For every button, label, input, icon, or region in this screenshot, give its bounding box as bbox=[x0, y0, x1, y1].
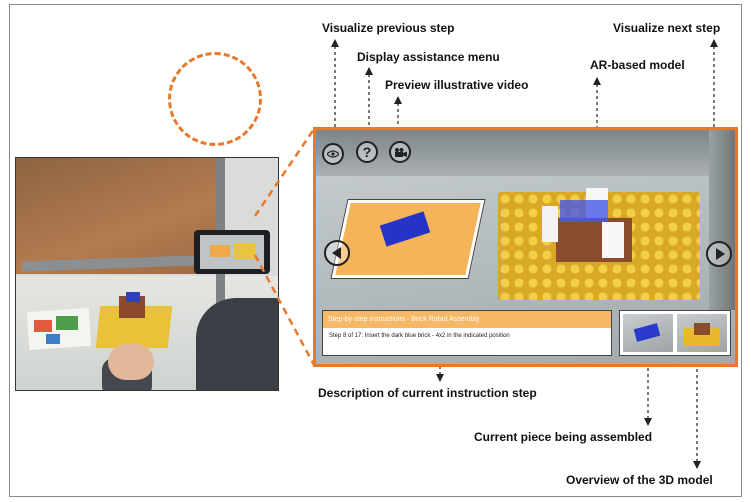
help-glyph: ? bbox=[362, 144, 372, 160]
thumbnail-panel bbox=[619, 310, 731, 356]
photo-person bbox=[196, 298, 278, 390]
eye-icon[interactable] bbox=[322, 143, 344, 165]
ar-virtual-blue-brick bbox=[560, 200, 608, 222]
photo-brick-green bbox=[56, 316, 78, 330]
photo-brick-blue bbox=[46, 334, 60, 344]
current-piece-thumbnail[interactable] bbox=[623, 314, 673, 352]
next-arrow-glyph bbox=[715, 248, 725, 260]
photo-brick-red bbox=[34, 320, 52, 332]
label-previous-step: Visualize previous step bbox=[322, 21, 455, 35]
video-camera-glyph bbox=[394, 147, 407, 157]
ar-background-post bbox=[709, 130, 735, 310]
instruction-panel: Step-by-step instructions - Brick Robot … bbox=[322, 310, 612, 356]
ar-app-screen: ? Step-by-step instructions - Brick Robo… bbox=[313, 127, 738, 367]
model-overview-thumbnail[interactable] bbox=[677, 314, 727, 352]
video-camera-icon[interactable] bbox=[389, 141, 411, 163]
ar-background-wall bbox=[316, 130, 735, 176]
user-photo bbox=[15, 157, 279, 391]
label-next-step: Visualize next step bbox=[613, 21, 721, 35]
photo-tablet-screen bbox=[200, 235, 264, 269]
eye-icon-glyph bbox=[327, 150, 339, 158]
label-ar-model: AR-based model bbox=[590, 58, 685, 72]
instruction-text: Step 8 of 17: Insert the dark blue brick… bbox=[329, 333, 510, 339]
instruction-title: Step-by-step instructions - Brick Robot … bbox=[323, 311, 611, 328]
previous-arrow-glyph bbox=[331, 247, 341, 259]
next-arrow-icon[interactable] bbox=[706, 241, 732, 267]
zoom-circle bbox=[168, 52, 262, 146]
photo-wood-panel bbox=[16, 158, 222, 274]
ar-model-white-block-1 bbox=[542, 206, 558, 242]
help-icon[interactable]: ? bbox=[356, 141, 378, 163]
previous-arrow-icon[interactable] bbox=[324, 240, 350, 266]
figure-border bbox=[9, 4, 742, 497]
photo-robot-top bbox=[126, 292, 140, 302]
label-illustrative-video: Preview illustrative video bbox=[385, 78, 529, 92]
photo-hand bbox=[108, 344, 154, 380]
photo-pole bbox=[216, 158, 225, 390]
label-model-overview: Overview of the 3D model bbox=[566, 473, 713, 487]
ar-model-white-block-3 bbox=[602, 222, 624, 258]
label-current-piece: Current piece being assembled bbox=[474, 430, 653, 444]
label-instruction-description: Description of current instruction step bbox=[318, 386, 537, 400]
label-assistance-menu: Display assistance menu bbox=[357, 50, 500, 64]
